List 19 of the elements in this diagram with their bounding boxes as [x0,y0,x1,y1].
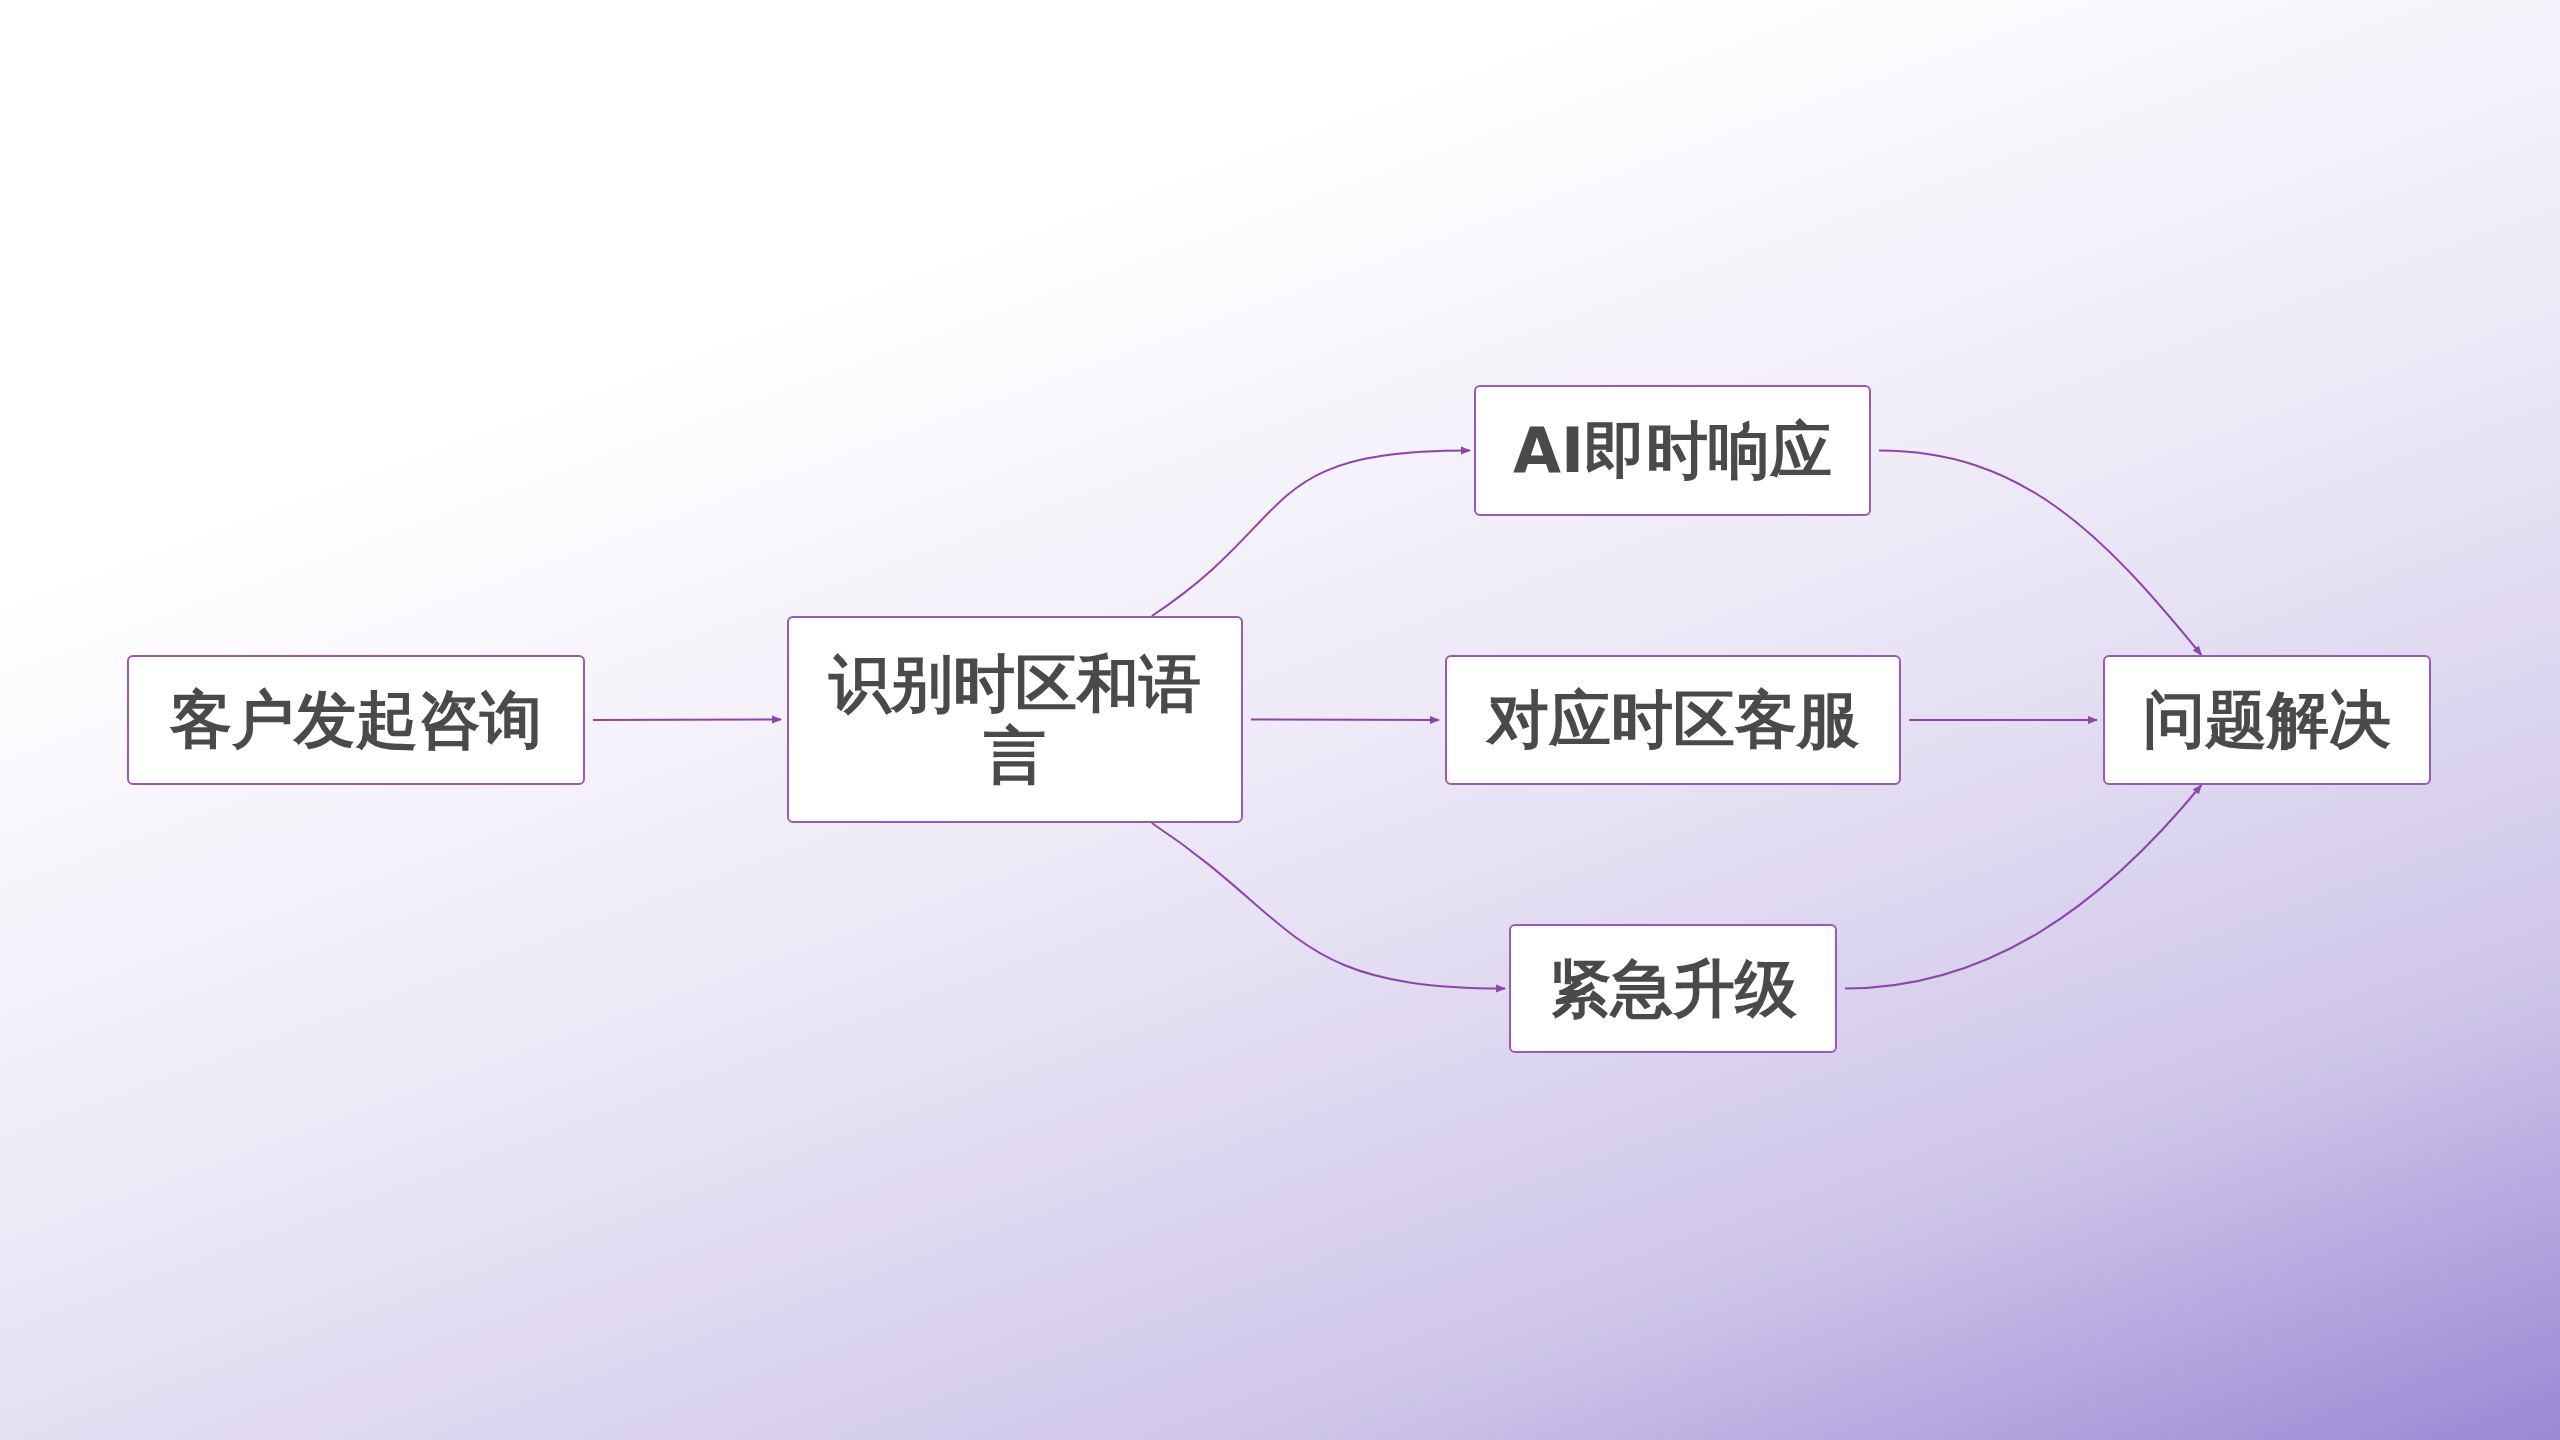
arrow [1844,784,2203,990]
arrow [1250,716,1440,724]
box-label: 紧急升级 [1548,952,1798,1025]
arrow [1878,449,2203,656]
process-box [1445,655,1901,785]
box-label: AI即时响应 [1511,414,1834,487]
arrow [1150,446,1471,617]
box-label: 客户发起咨询 [169,684,543,756]
process-box [127,655,585,785]
process-box [1509,924,1837,1053]
box-label: 识别时区和语言 [827,648,1202,791]
arrow [592,715,782,724]
process-box [787,616,1243,823]
box-label: 问题解决 [2142,684,2392,756]
process-box [2103,655,2431,785]
arrow [1150,822,1506,993]
box-label: 对应时区客服 [1484,684,1860,756]
arrow [1908,716,2098,724]
process-box [1474,385,1871,516]
